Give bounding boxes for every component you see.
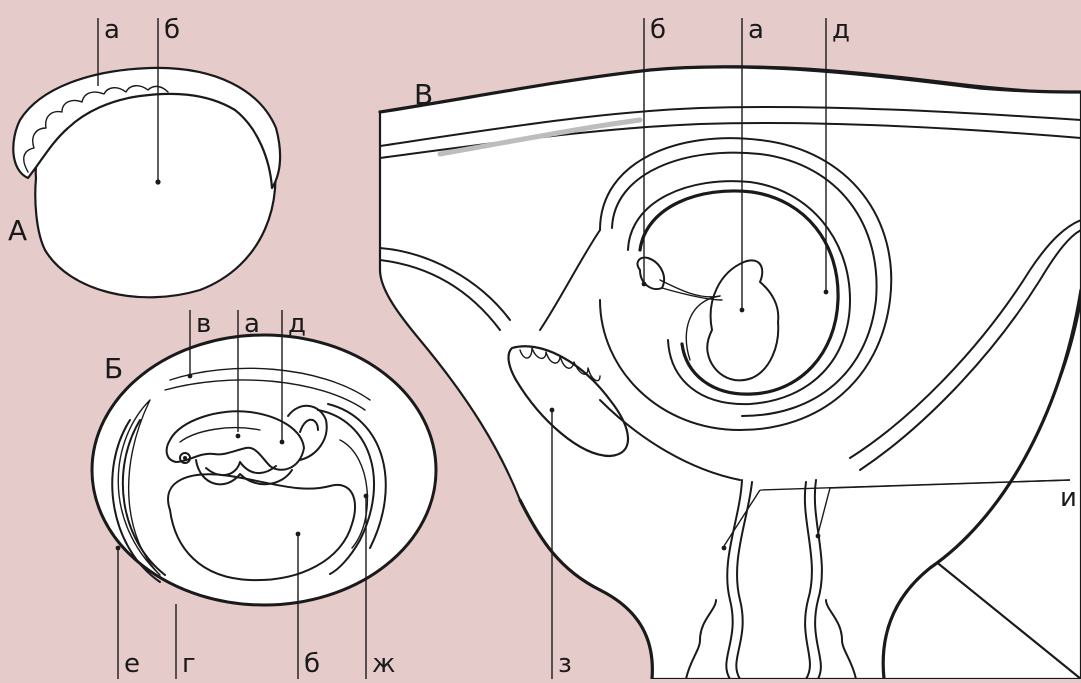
panel-b: в а д е г б ж Б [92, 309, 436, 679]
panel-b-title: Б [104, 352, 123, 385]
panel-b-label-v: в [196, 309, 211, 339]
panel-v: б а д з и В [380, 15, 1081, 679]
panel-v-title: В [414, 78, 433, 111]
panel-v-label-d: д [832, 15, 850, 45]
panel-b-label-a: а [244, 309, 260, 339]
panel-v-label-b: б [650, 15, 666, 45]
panel-v-label-z: з [558, 649, 572, 679]
panel-v-label-a: а [748, 15, 764, 45]
panel-b-label-g: г [182, 649, 196, 679]
panel-v-label-i: и [1060, 483, 1077, 513]
panel-a-label-a: а [104, 15, 120, 45]
panel-b-label-b: б [304, 649, 320, 679]
panel-a-label-b: б [164, 15, 180, 45]
panel-b-label-e: е [124, 649, 140, 679]
panel-a: а б А [8, 15, 280, 297]
panel-b-label-d: д [288, 309, 306, 339]
panel-b-label-zh: ж [372, 649, 395, 679]
panel-a-title: А [8, 214, 27, 247]
